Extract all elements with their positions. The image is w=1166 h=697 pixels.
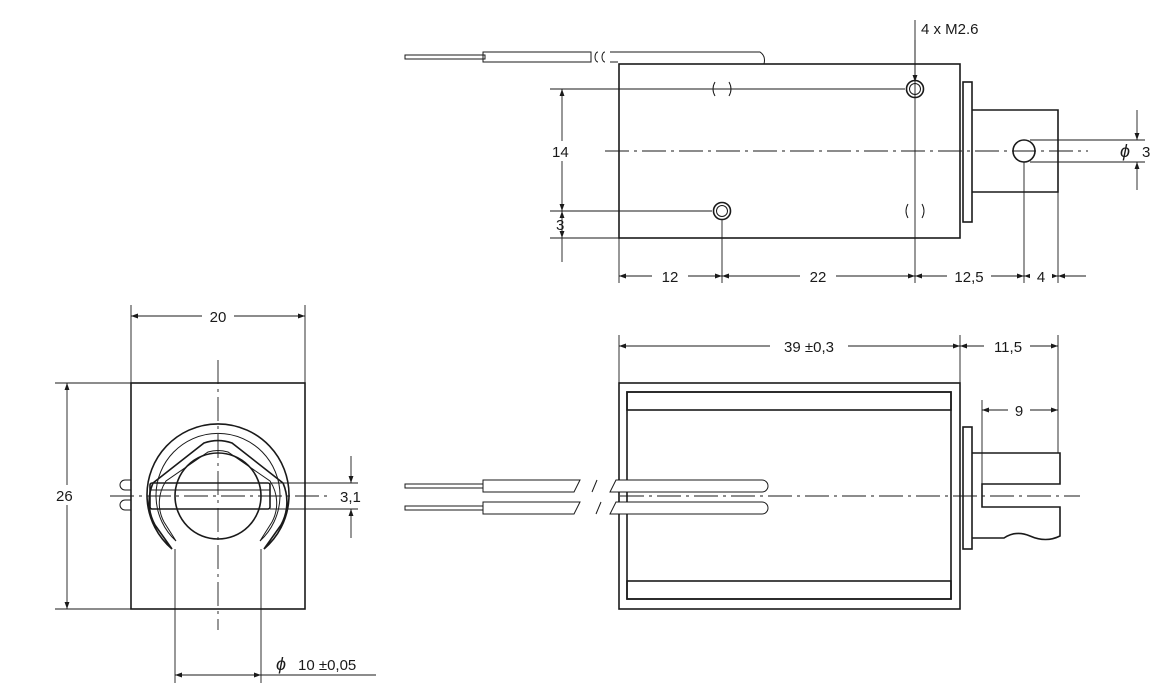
side-top-plate <box>626 391 952 411</box>
dim-top-height: 14 <box>552 144 569 161</box>
diameter-symbol-pin: ϕ <box>1120 141 1130 161</box>
side-plunger <box>972 452 1061 541</box>
diameter-symbol-plunger: ϕ <box>276 654 286 674</box>
dim-seg-22: 22 <box>810 269 827 286</box>
front-view: 20 26 3,1 ϕ 10 ±0,05 <box>54 305 376 683</box>
dim-top-hole-offset: 3 <box>556 217 564 234</box>
dim-front-width: 20 <box>210 309 227 326</box>
side-view: 39 ±0,3 11,5 9 <box>404 335 1080 610</box>
dim-body-length: 39 ±0,3 <box>784 339 834 356</box>
top-lead-wire <box>404 51 765 65</box>
dim-seg-12-5: 12,5 <box>954 269 983 286</box>
top-flange <box>962 81 973 223</box>
dim-threads: 4 x M2.6 <box>921 21 979 38</box>
side-flange <box>962 426 973 550</box>
top-view: 4 x M2.6 14 3 12 22 12,5 4 ϕ 3 <box>404 20 1150 286</box>
dim-plunger-inner: 9 <box>1015 403 1023 420</box>
dim-front-height: 26 <box>56 488 73 505</box>
side-bottom-plate <box>626 580 952 600</box>
dim-seg-12: 12 <box>662 269 679 286</box>
dim-slot-width: 3,1 <box>340 489 361 506</box>
dim-plunger-diameter: 10 ±0,05 <box>298 657 356 674</box>
front-bobbin-ring <box>146 423 290 550</box>
dim-plunger-extension: 11,5 <box>994 339 1022 356</box>
dim-seg-4: 4 <box>1037 269 1045 286</box>
side-lead-wires <box>404 479 769 515</box>
dim-pin-diameter: 3 <box>1142 144 1150 161</box>
